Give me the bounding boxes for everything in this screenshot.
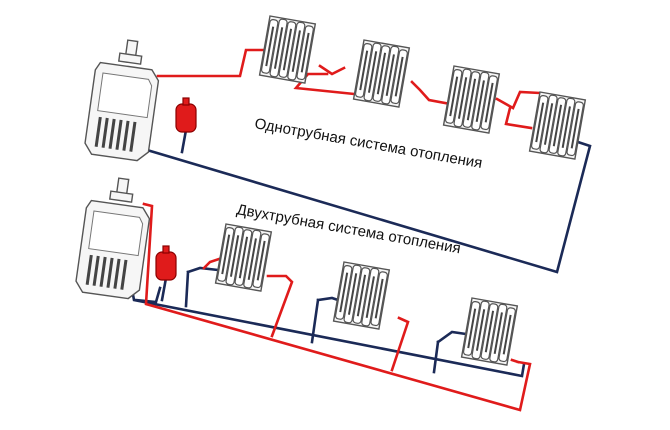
top-radiator-icon-3 xyxy=(442,65,501,134)
bottom-radiator-icon-3 xyxy=(460,297,519,366)
top-expansion-tank-icon xyxy=(175,97,197,154)
top-boiler-icon xyxy=(82,35,165,163)
top-radiator-icon-1 xyxy=(258,15,317,84)
bottom-supply-pipe xyxy=(142,202,532,412)
top-radiator-icon-4 xyxy=(528,91,587,160)
top-return-pipe xyxy=(138,138,592,274)
bottom-radiator-icon-2 xyxy=(332,261,391,330)
top-radiator-icon-2 xyxy=(352,39,411,108)
top-supply-pipe xyxy=(156,48,542,130)
bottom-return-pipe xyxy=(126,266,526,378)
bottom-expansion-tank-icon xyxy=(155,245,177,302)
bottom-boiler-icon xyxy=(73,173,156,301)
two-pipe-system: Двухтрубная система отопления xyxy=(73,173,532,412)
bottom-radiator-icon-1 xyxy=(214,223,273,292)
